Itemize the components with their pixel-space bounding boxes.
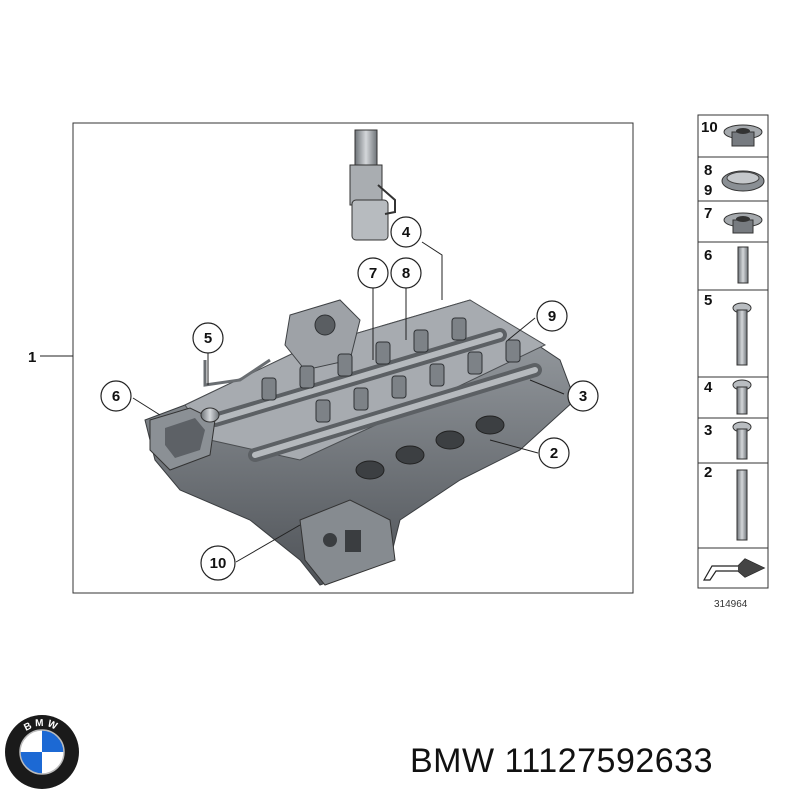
svg-text:7: 7 bbox=[369, 265, 377, 282]
bmw-logo: BMW bbox=[5, 715, 79, 789]
side-label-6: 6 bbox=[704, 247, 712, 264]
side-label-2: 2 bbox=[704, 464, 712, 481]
svg-text:4: 4 bbox=[402, 224, 411, 241]
callout-9: 9 bbox=[536, 300, 568, 332]
side-parts-panel: 10 8 9 7 6 5 4 3 2 bbox=[697, 114, 769, 589]
side-label-4: 4 bbox=[704, 379, 713, 396]
callout-leaders bbox=[132, 241, 565, 563]
svg-text:8: 8 bbox=[402, 265, 410, 282]
callout-8: 8 bbox=[390, 257, 422, 289]
svg-text:9: 9 bbox=[548, 308, 556, 325]
svg-text:6: 6 bbox=[112, 388, 120, 405]
diagram-frame bbox=[72, 122, 634, 594]
cylinder-head-illustration bbox=[144, 129, 576, 586]
bmw-logo-text: BMW bbox=[22, 718, 58, 734]
svg-text:3: 3 bbox=[579, 388, 587, 405]
side-label-10: 10 bbox=[701, 119, 718, 136]
callout-2: 2 bbox=[538, 437, 570, 469]
product-title: BMW 11127592633 bbox=[410, 742, 713, 780]
assembly-label: 1 bbox=[28, 349, 36, 366]
panel-arrow-symbol bbox=[702, 558, 766, 581]
side-label-9: 9 bbox=[704, 182, 712, 199]
diagram-number: 314964 bbox=[714, 599, 748, 610]
callout-5: 5 bbox=[192, 322, 224, 354]
svg-text:BMW: BMW bbox=[22, 718, 61, 734]
side-label-3: 3 bbox=[704, 422, 712, 439]
side-label-7: 7 bbox=[704, 205, 712, 222]
callout-7: 7 bbox=[357, 257, 389, 289]
callout-4: 4 bbox=[390, 216, 422, 248]
svg-text:2: 2 bbox=[550, 445, 558, 462]
callout-6: 6 bbox=[100, 380, 132, 412]
svg-text:10: 10 bbox=[210, 555, 227, 572]
side-label-8: 8 bbox=[704, 162, 712, 179]
callout-3: 3 bbox=[567, 380, 599, 412]
callout-10: 10 bbox=[200, 545, 236, 581]
svg-text:5: 5 bbox=[204, 330, 212, 347]
side-label-5: 5 bbox=[704, 292, 712, 309]
